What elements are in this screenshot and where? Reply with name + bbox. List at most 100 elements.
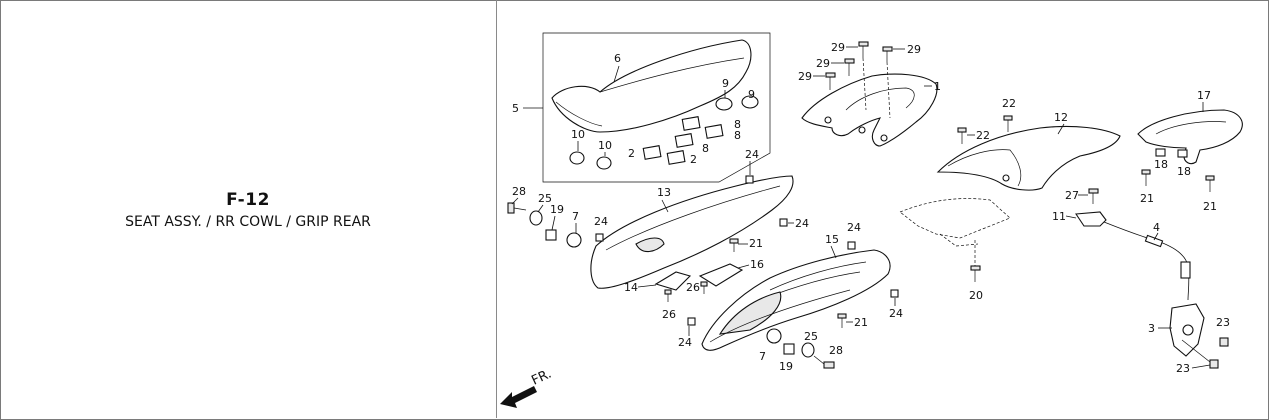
rear-cowl-group: 12 22 22 20 [899,97,1121,302]
callout-22b: 22 [976,129,990,142]
washer-25-left [529,210,543,226]
callout-12: 12 [1054,111,1068,124]
callout-19b: 19 [779,360,793,373]
collar-19-left [545,229,557,241]
seat-bushing-left [569,151,585,165]
callout-24b: 24 [745,148,759,161]
grip-bolt-4 [882,46,893,62]
collar-19-right [783,343,795,355]
lock-bolt-27 [1088,188,1099,204]
callout-20: 20 [969,289,983,302]
callout-8b: 8 [734,129,741,142]
rear-cowl-part [936,125,1121,191]
callout-25a: 25 [538,192,552,205]
callout-29a: 29 [831,41,845,54]
callout-15: 15 [825,233,839,246]
side-cover-left-slot [635,237,665,253]
callout-8a: 8 [734,118,741,131]
seat-bracket-pad-2 [666,150,686,165]
callout-24c: 24 [795,217,809,230]
side-cover-right-stripe-1 [769,261,867,291]
callout-26b: 26 [686,281,700,294]
callout-18a: 18 [1154,158,1168,171]
rear-carrier-inner [1155,121,1227,135]
bracket-bolt-20 [970,265,981,282]
grip-rear-inner [845,87,915,111]
callout-16: 16 [750,258,764,271]
callout-21b: 21 [854,316,868,329]
callout-21d: 21 [1203,200,1217,213]
callout-21a: 21 [749,237,763,250]
callout-28a: 28 [512,185,526,198]
callout-29d: 29 [798,70,812,83]
seat-lock-cable [1103,221,1190,301]
callout-23b: 23 [1176,362,1190,375]
callout-5: 5 [512,102,519,115]
callout-11: 11 [1052,210,1066,223]
clip-24-a [595,233,604,242]
clip-24-b [745,175,754,184]
callout-9b: 9 [748,88,755,101]
side-cover-right-window [718,291,782,335]
callout-21c: 21 [1140,192,1154,205]
frame-bracket [899,198,1011,239]
cover-14 [654,271,692,291]
rear-cowl-mount [1002,174,1010,182]
side-cover-right-group: 15 14 16 26 26 24 24 24 21 7 19 25 28 [624,221,903,373]
panel-divider [496,0,497,418]
screw-26-b [700,281,708,294]
rear-cowl-rib [947,149,1022,187]
carrier-bolt-2 [1205,175,1215,192]
callout-4: 4 [1153,221,1160,234]
grip-mount-3 [880,134,888,142]
callout-1: 1 [934,80,941,93]
grip-mount-1 [824,116,832,124]
lock-bolt-23b [1209,359,1219,369]
callout-10b: 10 [598,139,612,152]
callout-28b: 28 [829,344,843,357]
seat-lock-group: 27 11 4 3 23 23 [1052,188,1230,375]
callout-24e: 24 [889,307,903,320]
grip-bolt-3 [825,72,836,90]
page-caption: SEAT ASSY. / RR COWL / GRIP REAR [125,214,371,230]
callout-24d: 24 [847,221,861,234]
seat-assy-group: 5 6 9 9 8 8 8 2 2 10 10 [512,32,771,183]
seat-pad-3 [674,133,694,148]
callout-22a: 22 [1002,97,1016,110]
callout-10a: 10 [571,128,585,141]
callout-7b: 7 [759,350,766,363]
callout-26a: 26 [662,308,676,321]
washer-25-right [801,342,815,358]
front-label: FR. [529,366,554,388]
screw-26-a [664,289,672,302]
page-code: F-12 [226,190,270,210]
grip-bolt-2 [844,58,855,76]
side-cover-left-group: 13 28 25 19 7 24 24 24 21 [507,148,809,289]
seat-cushion-rubber-right [741,95,759,109]
seat-part [551,39,752,133]
callout-23a: 23 [1216,316,1230,329]
seat-pad-2 [704,124,724,139]
lock-bolt-23a [1219,337,1229,347]
clip-24-e [890,289,899,298]
grommet-7-left [566,232,582,248]
cover-16 [698,263,744,287]
parts-diagram: 5 6 9 9 8 8 8 2 2 10 10 1 29 29 2 [500,32,1243,408]
seat-lock-latch [1075,211,1107,227]
callout-19a: 19 [550,203,564,216]
side-cover-left-part [590,175,794,289]
callout-14: 14 [624,281,638,294]
screw-21-a [729,238,739,252]
carrier-bolt-1 [1141,169,1151,186]
callout-7a: 7 [572,210,579,223]
seat-pad-1 [681,116,701,131]
side-cover-right-edge [709,289,851,343]
callout-25b: 25 [804,330,818,343]
cable-end [1180,261,1191,279]
callout-29b: 29 [907,43,921,56]
callout-8c: 8 [702,142,709,155]
seat-seam [599,57,745,93]
grip-rear-part [801,73,938,147]
callout-9a: 9 [722,77,729,90]
clip-24-c [779,218,788,227]
